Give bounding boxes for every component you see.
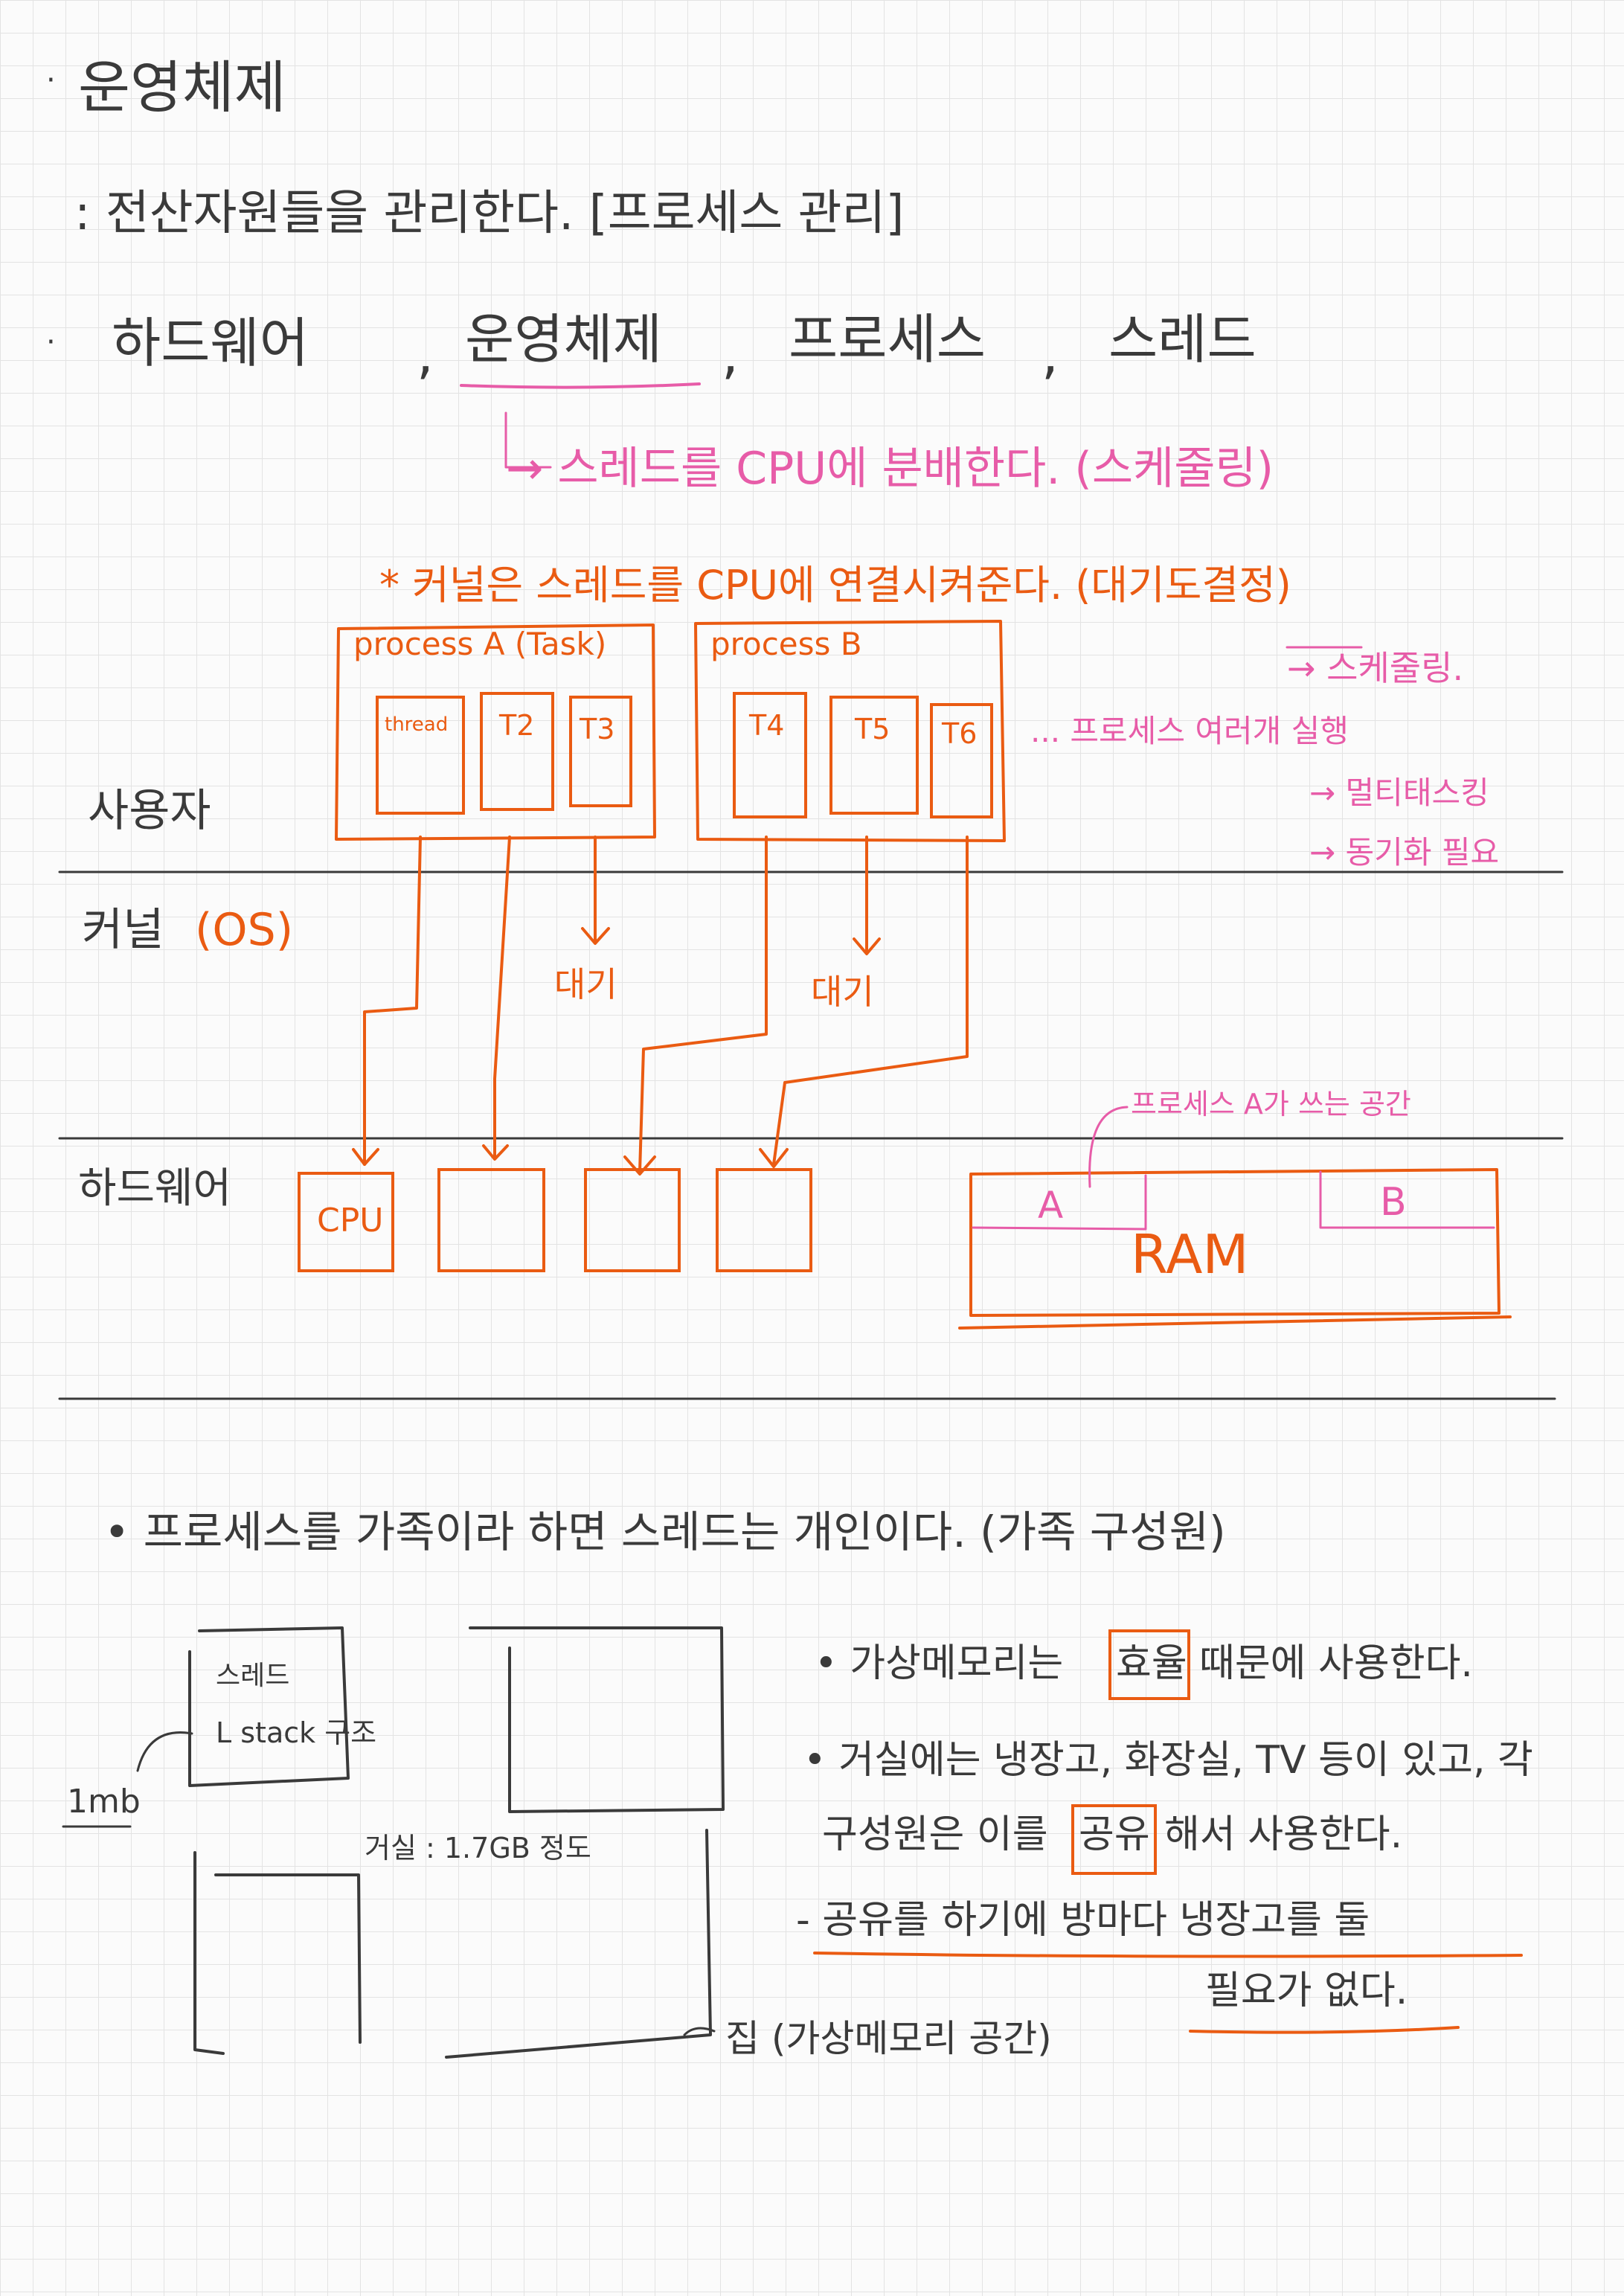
- layer-kernel-os-label: (OS): [195, 904, 294, 956]
- thread-label: T2: [499, 709, 535, 742]
- thread-label: T4: [749, 709, 785, 742]
- ram-label: RAM: [1131, 1223, 1249, 1286]
- living-room-label: 거실 : 1.7GB 정도: [365, 1832, 591, 1864]
- thread-box-5: T5: [829, 696, 919, 815]
- cpu-core-box: [716, 1168, 812, 1272]
- multi-sub1: → 멀티태스킹: [1309, 775, 1489, 811]
- share-line-2-post: 해서 사용한다.: [1164, 1812, 1403, 1857]
- scheduling-note: → 스레드를 CPU에 분배한다. (스케줄링): [506, 443, 1274, 495]
- analogy-intro: • 프로세스를 가족이라 하면 스레드는 개인이다. (가족 구성원): [104, 1507, 1226, 1557]
- ram-b-label: B: [1380, 1180, 1407, 1225]
- thread-room-stack: L stack 구조: [216, 1716, 377, 1749]
- vm-note-post: 때문에 사용한다.: [1199, 1641, 1473, 1686]
- comma: ,: [417, 323, 434, 385]
- comma: ,: [722, 323, 739, 385]
- multi-sub2: → 동기화 필요: [1309, 834, 1500, 870]
- share-line-1: • 거실에는 냉장고, 화장실, TV 등이 있고, 각: [803, 1738, 1533, 1783]
- term-thread: 스레드: [1108, 308, 1256, 371]
- process-a-label: process A (Task): [353, 626, 607, 662]
- kernel-note-sub: → 스케줄링.: [1287, 648, 1464, 688]
- thread-box-1: thread: [376, 696, 465, 815]
- share-line-2-pre: 구성원은 이를: [822, 1812, 1048, 1857]
- share-line-3: - 공유를 하기에 방마다 냉장고를 둘: [796, 1898, 1370, 1943]
- ram-note: 프로세스 A가 쓰는 공간: [1131, 1088, 1411, 1120]
- os-title: 운영체제: [78, 54, 286, 121]
- cpu-core-box: [584, 1168, 681, 1272]
- house-label: 집 (가상메모리 공간): [725, 2017, 1052, 2060]
- thread-box-2: T2: [480, 692, 554, 811]
- os-definition: : 전산자원들을 관리한다. [프로세스 관리]: [74, 186, 905, 241]
- layer-hardware-label: 하드웨어: [78, 1164, 232, 1213]
- cpu-core-box: [437, 1168, 545, 1272]
- share-line-2-box: 공유: [1079, 1812, 1150, 1857]
- thread-box-4: T4: [733, 692, 807, 818]
- thread-label: T5: [855, 713, 890, 745]
- cpu-label: CPU: [317, 1202, 384, 1240]
- ram-a-label: A: [1038, 1184, 1064, 1227]
- thread-label: T6: [942, 717, 978, 750]
- bullet-dot: ·: [46, 325, 56, 359]
- multi-note: ... 프로세스 여러개 실행: [1030, 713, 1349, 749]
- wait-label-2: 대기: [811, 972, 874, 1012]
- bullet-dot: ·: [46, 63, 56, 97]
- thread-box-3: T3: [569, 696, 632, 807]
- comma: ,: [1042, 323, 1059, 385]
- thread-label: thread: [385, 714, 449, 736]
- term-hardware: 하드웨어: [112, 312, 309, 374]
- vm-note-pre: • 가상메모리는: [815, 1641, 1064, 1686]
- thread-label: T3: [580, 713, 615, 745]
- term-process: 프로세스: [789, 308, 986, 371]
- room-size-label: 1mb: [67, 1783, 141, 1821]
- efficiency-highlight: [1108, 1629, 1190, 1700]
- thread-box-6: T6: [930, 703, 993, 818]
- cpu-box: CPU: [298, 1172, 394, 1272]
- kernel-note: * 커널은 스레드를 CPU에 연결시켜준다. (대기도결정): [379, 562, 1291, 609]
- share-line-4: 필요가 없다.: [1205, 1969, 1408, 2013]
- layer-user-label: 사용자: [88, 785, 211, 837]
- layer-kernel-label: 커널: [82, 904, 164, 956]
- vm-note-box: 효율: [1116, 1641, 1187, 1686]
- share-highlight: [1071, 1804, 1157, 1875]
- process-b-label: process B: [710, 626, 862, 662]
- wait-label-1: 대기: [554, 964, 617, 1004]
- thread-room-label: 스레드: [216, 1661, 290, 1691]
- term-os: 운영체제: [465, 308, 662, 371]
